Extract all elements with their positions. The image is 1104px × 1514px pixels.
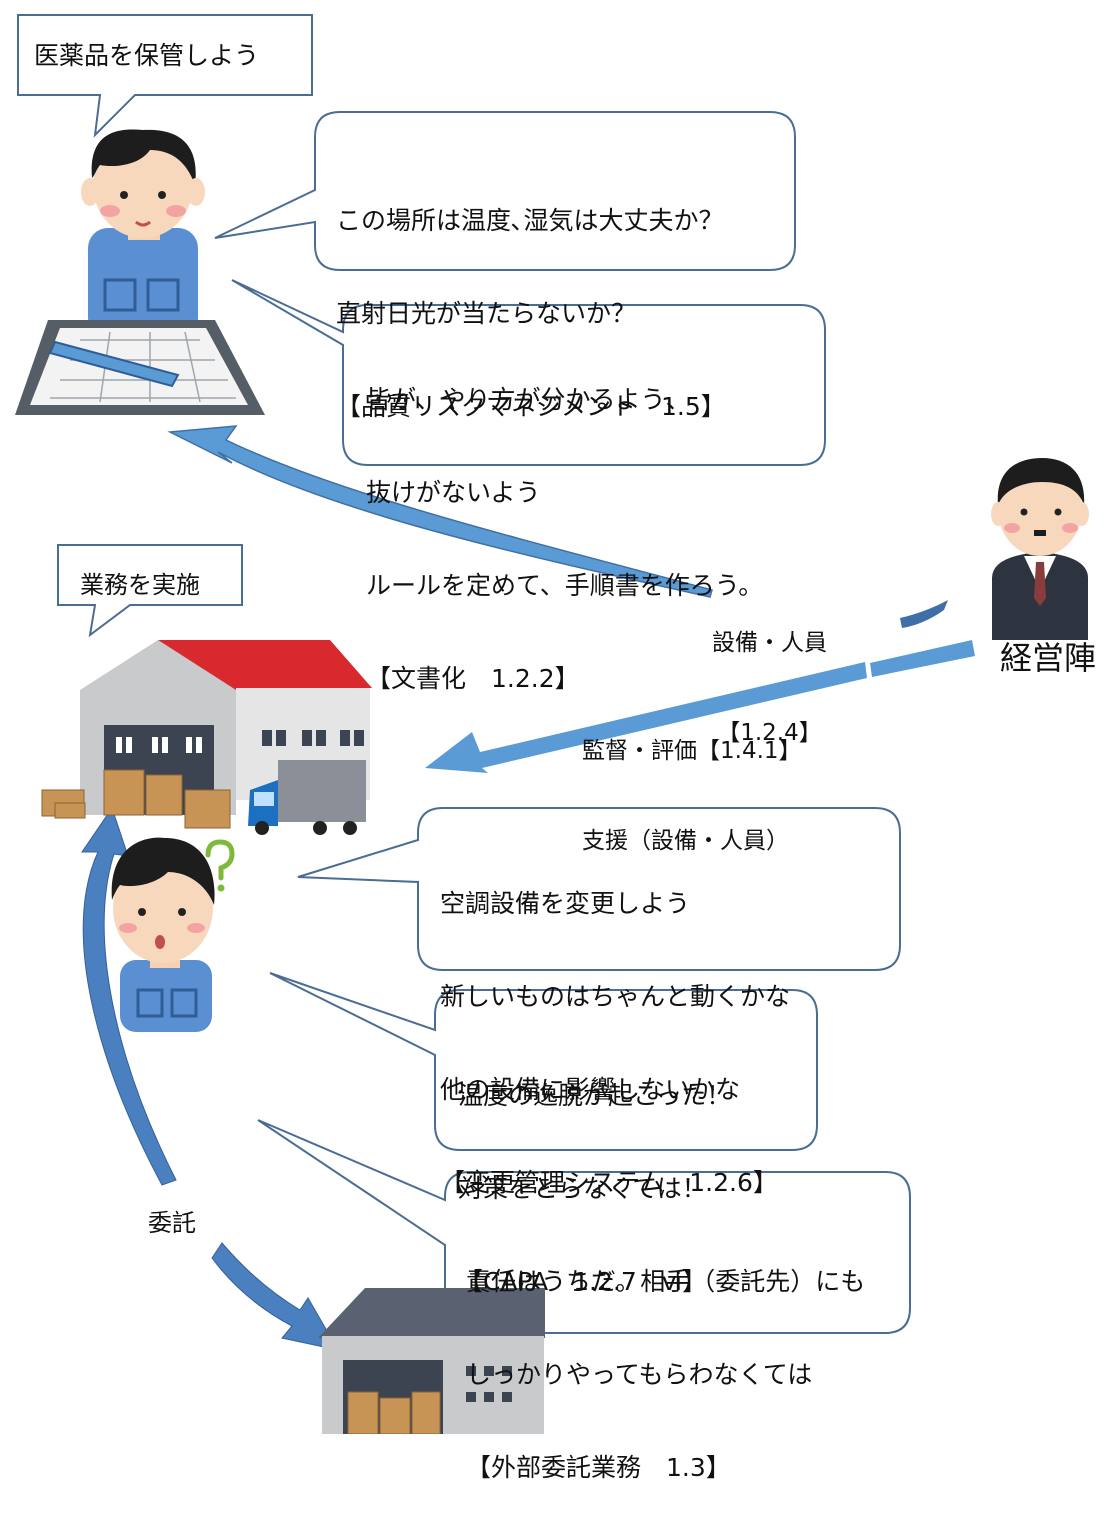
bubble-change-text: 空調設備を変更しよう 新しいものはちゃんと動くかな 他の設備に影響しないかな 【…: [440, 826, 790, 1229]
caption-operations-text: 業務を実施: [80, 571, 200, 599]
bubble-capa-text: 温度の逸脱が起こった！ 対策をとらなくては！ 【CAPA 1.2.7 ⅵ】: [458, 1018, 731, 1328]
bubble-risk-line: 直射日光が当たらないか？: [336, 299, 637, 328]
arrow-outsource-down: [211, 1242, 339, 1351]
arrow-lower-label-line: 支援（設備・人員）: [582, 828, 789, 854]
caption-storage-text: 医薬品を保管しよう: [34, 41, 260, 70]
outsourcing-label: 委託: [148, 1209, 196, 1237]
bubble-change-line: 空調設備を変更しよう: [440, 889, 691, 918]
bubble-outsource-text: 責任はうちだ。相手（委託先）にも しっかりやってもらわなくては 【外部委託業務 …: [466, 1204, 865, 1514]
bubble-capa: [269, 972, 818, 1151]
bubble-capa-line: 【CAPA 1.2.7 ⅵ】: [458, 1267, 708, 1296]
bubble-outsource-line: しっかりやってもらわなくては: [466, 1360, 813, 1389]
bubble-capa-line: 対策をとらなくては！: [458, 1174, 707, 1203]
management-executive-illustration: [991, 458, 1089, 640]
bubble-change: [297, 807, 901, 971]
planner-worker-illustration: [15, 129, 265, 415]
arrow-to-management: [900, 600, 948, 628]
bubble-change-line: 他の設備に影響しないかな: [440, 1075, 741, 1104]
bubble-change-line: 新しいものはちゃんと動くかな: [440, 982, 791, 1011]
bubble-documentation-line: ルールを定めて、手順書を作ろう。: [366, 571, 764, 600]
bubble-outsource-line: 責任はうちだ。相手（委託先）にも: [466, 1267, 866, 1296]
management-label: 経営陣: [1000, 639, 1097, 677]
arrow-upper-label: 設備・人員 【1.2.4】: [712, 568, 827, 778]
bubble-risk-text: この場所は温度､湿気は大丈夫か？ 直射日光が当たらないか？ 【品質リスクマネジメ…: [336, 143, 726, 453]
arrow-to-planner: [167, 425, 713, 598]
bubble-risk-line: この場所は温度､湿気は大丈夫か？: [336, 206, 724, 235]
arrow-to-operations: [425, 640, 975, 773]
bubble-documentation-line: 抜けがないよう: [366, 478, 541, 507]
arrow-lower-label-line: 監督・評価【1.4.1】: [582, 738, 802, 764]
arrow-lower-label: 監督・評価【1.4.1】 支援（設備・人員）: [582, 676, 802, 886]
bubble-outsource-line: 【外部委託業務 1.3】: [466, 1453, 731, 1482]
arrow-upper-label-line: 【1.2.4】: [717, 720, 822, 746]
outsourced-warehouse-illustration: [318, 1288, 545, 1434]
bubble-capa-line: 温度の逸脱が起こった！: [458, 1081, 732, 1110]
caption-storage-box: [17, 14, 313, 138]
caption-operations-box: [57, 544, 243, 638]
bubble-risk-line: 【品質リスクマネジメント 1.5】: [336, 392, 726, 421]
bubble-documentation-line: 皆が、やり方が分かるよう、: [366, 385, 691, 414]
arrow-upper-label-line: 設備・人員: [712, 630, 827, 656]
bubble-documentation: [231, 279, 826, 466]
bubble-risk: [214, 111, 796, 271]
questioning-worker-illustration: [111, 837, 235, 1032]
bubble-documentation-text: 皆が、やり方が分かるよう、 抜けがないよう ルールを定めて、手順書を作ろう。 【…: [366, 322, 763, 725]
bubble-documentation-line: 【文書化 1.2.2】: [366, 664, 580, 693]
bubble-change-line: 【変更管理システム 1.2.6】: [440, 1168, 778, 1197]
warehouse-illustration: [41, 640, 372, 835]
